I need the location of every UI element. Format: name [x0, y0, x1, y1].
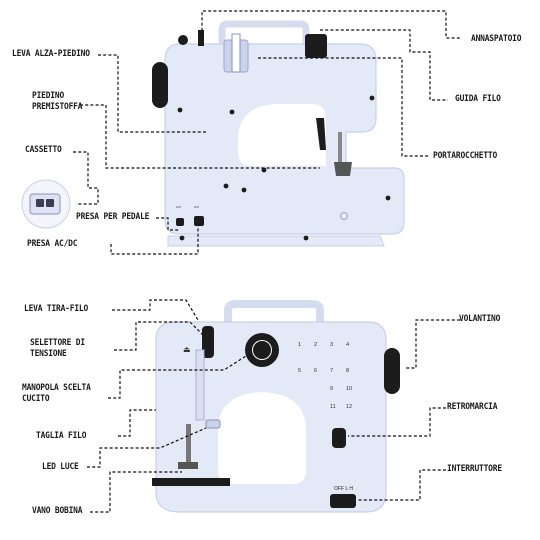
svg-text:••••: •••• — [194, 205, 200, 209]
tension-dial-icon — [202, 326, 214, 358]
label-presa-ac-dc: PRESA AC/DC — [27, 239, 78, 249]
carry-handle — [224, 300, 324, 322]
label-taglia-filo: TAGLIA FILO — [36, 431, 87, 441]
label-presa-per-pedale: PRESA PER PEDALE — [76, 212, 150, 222]
bobbin-winder-icon — [305, 34, 327, 58]
label-interruttore: INTERRUTTORE — [447, 464, 502, 474]
presser-foot-icon — [316, 118, 326, 150]
label-cassetto: CASSETTO — [25, 145, 62, 155]
bottom-leader-lines — [87, 299, 460, 513]
label-leva-alza-piedino: LEVA ALZA-PIEDINO — [12, 49, 90, 59]
label-portarocchetto: PORTAROCCHETTO — [433, 151, 498, 161]
power-socket-icon — [194, 216, 204, 226]
svg-text:3: 3 — [330, 342, 333, 348]
svg-text:10: 10 — [346, 386, 352, 392]
stitch-selector-dial-icon — [245, 333, 279, 367]
bobbin-cover-icon — [152, 478, 230, 486]
svg-text:2: 2 — [314, 342, 317, 348]
power-switch-icon — [330, 494, 356, 508]
label-selettore-tensione: SELETTORE DI TENSIONE — [30, 338, 85, 359]
pedal-socket-icon — [176, 218, 184, 226]
svg-text:11: 11 — [330, 404, 336, 410]
svg-text:6: 6 — [314, 368, 317, 374]
label-leva-tira-filo: LEVA TIRA-FILO — [24, 304, 89, 314]
label-manopola-scelta-cucito: MANOPOLA SCELTA CUCITO — [22, 383, 91, 404]
svg-text:9: 9 — [330, 386, 333, 392]
label-led-luce: LED LUCE — [42, 462, 79, 472]
reverse-lever-icon — [332, 428, 346, 448]
svg-text:1: 1 — [298, 342, 301, 348]
svg-text:8: 8 — [346, 368, 349, 374]
svg-text:7: 7 — [330, 368, 333, 374]
handwheel-icon — [384, 348, 400, 394]
label-piedino-premistoffa: PIEDINO PREMISTOFFA — [32, 91, 83, 112]
machine-side-view: •••• •••• — [152, 20, 405, 247]
presser-foot-icon — [178, 462, 198, 469]
label-annaspatoio: ANNASPATOIO — [471, 34, 522, 44]
top-leader-lines — [73, 10, 462, 255]
svg-text:4: 4 — [346, 342, 349, 348]
label-volantino: VOLANTINO — [459, 314, 501, 324]
handwheel-icon — [152, 62, 168, 108]
svg-text:5: 5 — [298, 368, 301, 374]
led-light-icon — [205, 419, 221, 429]
svg-text:••••: •••• — [176, 205, 182, 209]
svg-text:12: 12 — [346, 404, 352, 410]
switch-label: OFF L H — [334, 486, 353, 492]
label-vano-bobina: VANO BOBINA — [32, 506, 83, 516]
label-retromarcia: RETROMARCIA — [447, 402, 498, 412]
drawer-inset-icon — [21, 179, 71, 229]
label-guida-filo: GUIDA FILO — [455, 94, 501, 104]
svg-text:⏏: ⏏ — [183, 345, 191, 354]
carry-handle — [218, 20, 310, 48]
knob-icon — [178, 35, 188, 45]
